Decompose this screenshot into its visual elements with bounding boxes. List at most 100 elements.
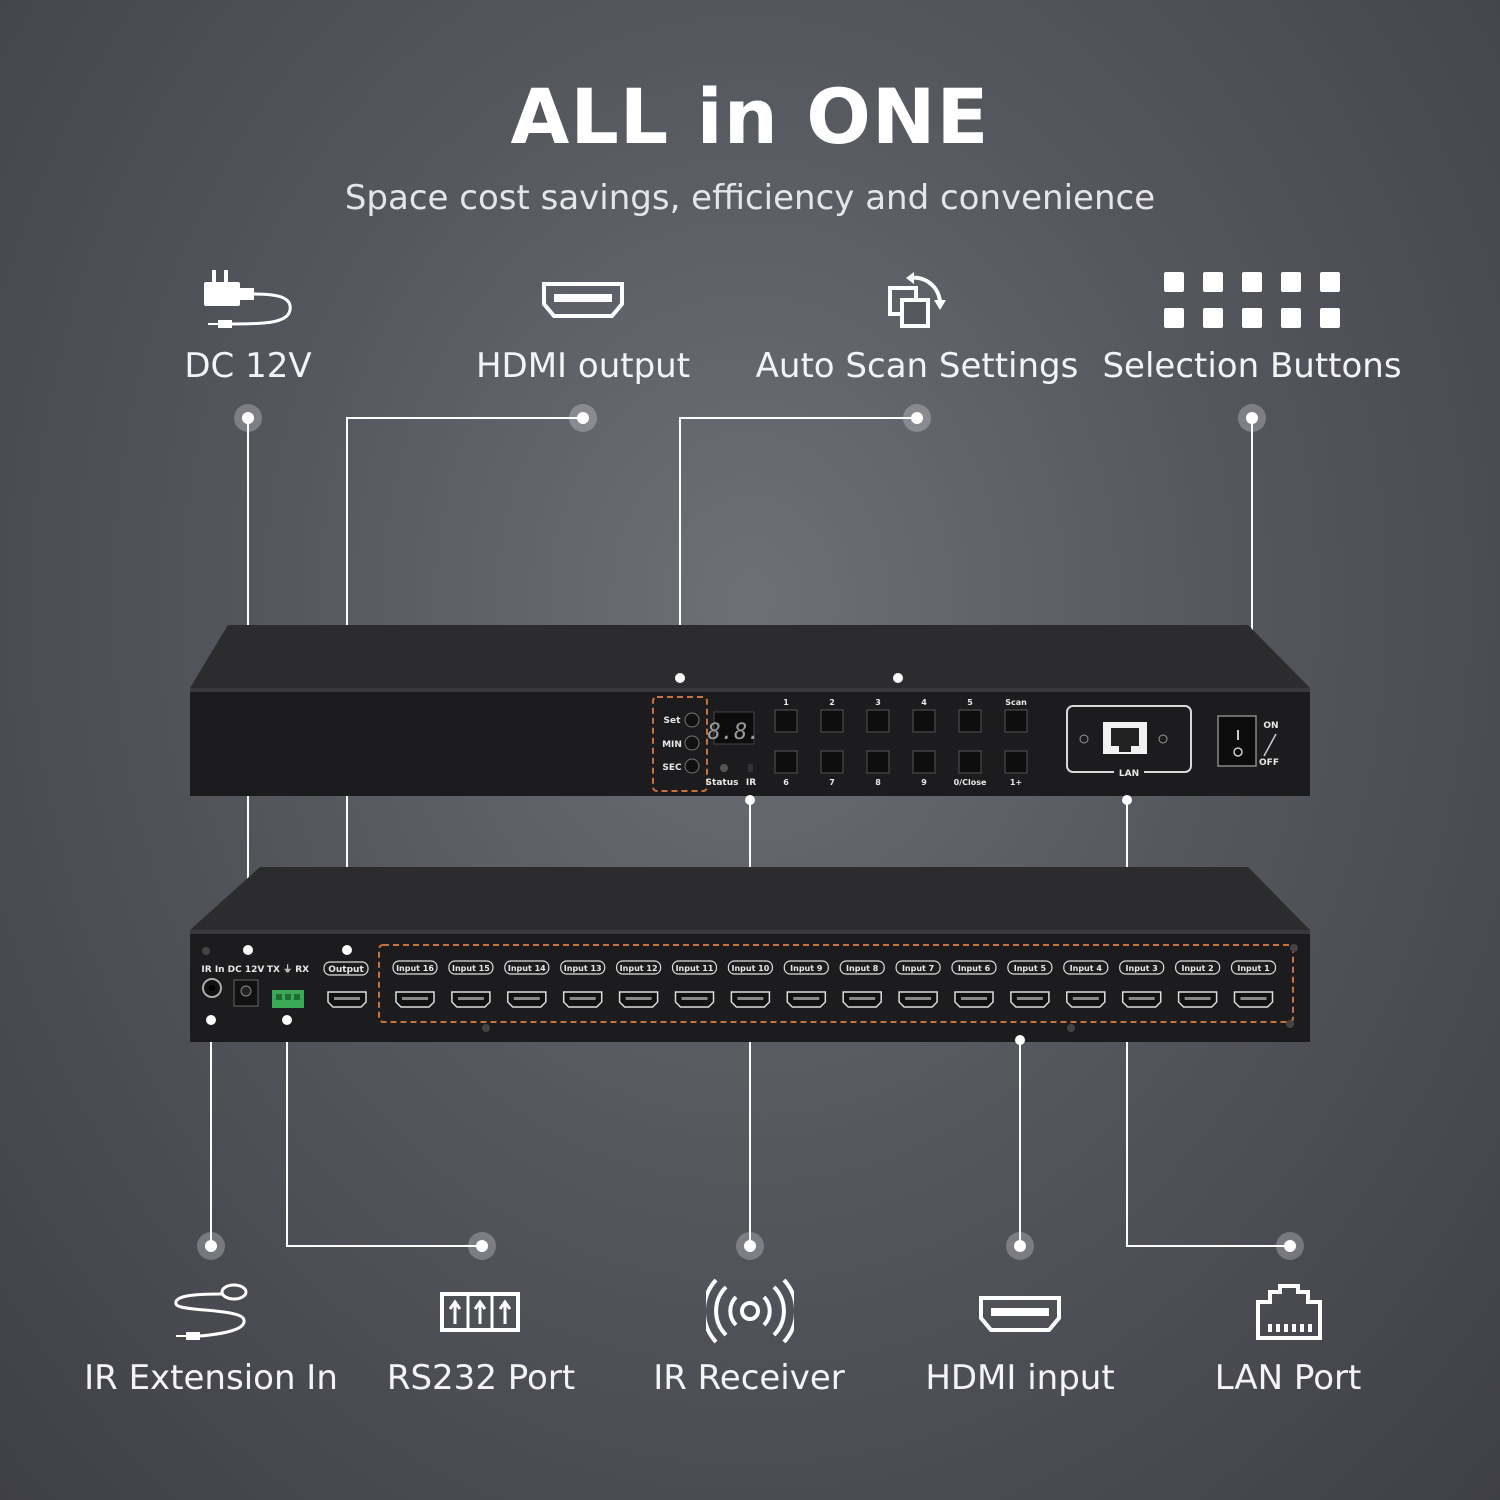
select-button[interactable]: [1004, 709, 1028, 733]
hdmi-input-port[interactable]: [674, 991, 715, 1008]
input-label: Input 8: [846, 964, 879, 973]
input-label: Input 15: [452, 964, 490, 973]
connector-dot: [476, 1240, 488, 1252]
ir-receiver-icon: [706, 1278, 794, 1344]
feature-label-hdmi-output: HDMI output: [475, 346, 691, 386]
feature-label-rs232: RS232 Port: [386, 1358, 576, 1398]
input-label: Input 9: [790, 964, 823, 973]
connector-dot: [242, 412, 254, 424]
feature-label-auto-scan: Auto Scan Settings: [755, 346, 1079, 386]
status-led: [720, 764, 728, 772]
button-label-top: 3: [875, 698, 881, 707]
connector-dot-small: [893, 673, 903, 683]
dc-label: DC 12V: [228, 965, 265, 975]
lan-label: LAN: [1119, 769, 1139, 779]
button-label-bottom: 6: [783, 778, 789, 787]
select-button[interactable]: [774, 709, 798, 733]
hdmi-input-port[interactable]: [618, 991, 659, 1008]
output-label: Output: [328, 965, 364, 975]
connector-dot-small: [675, 673, 685, 683]
hdmi-input-port[interactable]: [1010, 991, 1050, 1008]
connector-dot: [1014, 1240, 1026, 1252]
sec-button[interactable]: [684, 758, 700, 774]
input-label: Input 5: [1014, 964, 1047, 973]
input-label-pill: [504, 960, 550, 975]
auto-scan-icon: [888, 272, 946, 328]
input-label: Input 4: [1070, 964, 1103, 973]
hdmi-input-port[interactable]: [1066, 991, 1106, 1008]
status-label: Status: [706, 778, 739, 788]
select-button[interactable]: [958, 709, 982, 733]
hdmi-input-port[interactable]: [1121, 991, 1162, 1008]
hdmi-input-port[interactable]: [507, 991, 547, 1008]
hdmi-input-port[interactable]: [786, 991, 827, 1008]
hdmi-output-port[interactable]: [327, 991, 367, 1008]
button-label-bottom: 7: [829, 778, 835, 787]
hdmi-input-port[interactable]: [1233, 991, 1274, 1008]
connector-dot-small: [342, 945, 352, 955]
feature-label-dc: DC 12V: [184, 346, 312, 386]
min-button[interactable]: [684, 735, 700, 751]
feature-label-ir-extension: IR Extension In: [84, 1358, 338, 1398]
input-label-pill: [1063, 960, 1109, 975]
set-button[interactable]: [684, 712, 700, 728]
connector-dot-small: [282, 1015, 292, 1025]
page-subtitle: Space cost savings, efficiency and conve…: [344, 178, 1156, 218]
input-label-pill: [727, 960, 774, 975]
connector-dot-small: [206, 1015, 216, 1025]
segment-display: 8.8.: [708, 720, 761, 745]
select-button[interactable]: [866, 709, 890, 733]
off-label: OFF: [1259, 758, 1279, 768]
on-label: ON: [1263, 721, 1278, 731]
hdmi-input-port[interactable]: [730, 991, 771, 1008]
feature-label-lan: LAN Port: [1214, 1358, 1362, 1398]
select-button[interactable]: [820, 709, 844, 733]
power-adapter-icon: [204, 270, 292, 328]
button-label-top: 4: [921, 698, 927, 707]
hdmi-input-port[interactable]: [562, 991, 603, 1008]
hdmi-input-port[interactable]: [395, 991, 435, 1008]
select-button[interactable]: [866, 750, 890, 774]
select-button[interactable]: [958, 750, 982, 774]
hdmi-input-port[interactable]: [898, 991, 938, 1008]
ir-cable-icon: [174, 1283, 248, 1340]
input-label-pill: [1174, 960, 1221, 975]
input-label-pill: [1007, 960, 1053, 975]
sec-label: SEC: [662, 763, 682, 773]
power-switch[interactable]: [1217, 715, 1257, 767]
input-label: Input 11: [676, 964, 714, 973]
hdmi-input-port[interactable]: [842, 991, 882, 1008]
input-label-pill: [560, 960, 606, 975]
select-button[interactable]: [912, 750, 936, 774]
button-label-bottom: 9: [921, 778, 927, 787]
feature-label-hdmi-input: HDMI input: [925, 1358, 1115, 1398]
connector-dot-small: [745, 795, 755, 805]
button-label-top: 5: [967, 698, 973, 707]
input-label-pill: [783, 960, 829, 975]
txrx-label: TX ⏚ RX: [267, 964, 309, 975]
input-label: Input 7: [902, 964, 934, 973]
select-button[interactable]: [912, 709, 936, 733]
input-label: Input 14: [508, 964, 546, 973]
set-label: Set: [664, 716, 682, 726]
connector-dot-small: [243, 945, 253, 955]
connector-dot: [205, 1240, 217, 1252]
button-label-bottom: 1+: [1010, 778, 1022, 787]
min-label: MIN: [662, 740, 682, 750]
hdmi-input-port[interactable]: [954, 991, 994, 1008]
hdmi-input-port[interactable]: [451, 991, 491, 1008]
select-button[interactable]: [774, 750, 798, 774]
select-button[interactable]: [1004, 750, 1028, 774]
input-label-pill: [448, 960, 494, 975]
hdmi-input-port[interactable]: [1177, 991, 1218, 1008]
input-label: Input 2: [1181, 964, 1213, 973]
input-label-pill: [671, 960, 718, 975]
button-label-top: 1: [783, 698, 789, 707]
input-label: Input 12: [620, 964, 658, 973]
connector-dots: [197, 404, 1304, 1260]
select-button[interactable]: [820, 750, 844, 774]
